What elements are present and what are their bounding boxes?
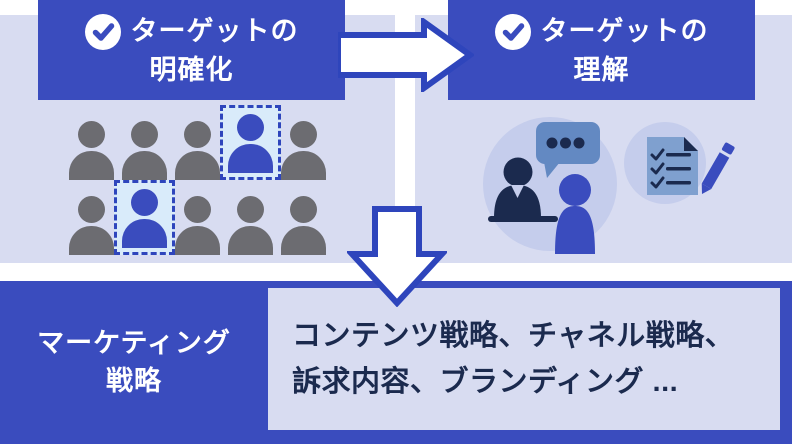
respondent-body: [555, 206, 595, 254]
person-icon: [281, 196, 326, 255]
step-box-target-clarify: ターゲットの 明確化: [38, 0, 345, 100]
person-icon: [69, 121, 114, 180]
person-icon: [175, 196, 220, 255]
person-icon: [228, 196, 273, 255]
person-icon: [175, 121, 220, 180]
arrow-down-icon: [345, 206, 449, 312]
strategy-detail-line1: コンテンツ戦略、チャネル戦略、: [292, 320, 735, 352]
person-icon: [122, 121, 167, 180]
person-icon-selected: [220, 105, 281, 180]
step-box-target-understand: ターゲットの 理解: [448, 0, 755, 100]
arrow-right-icon: [335, 16, 476, 97]
step2-title-line2: 理解: [573, 54, 630, 85]
step1-title-line2: 明確化: [149, 54, 234, 85]
step1-title-line1: ターゲットの: [130, 16, 299, 47]
interview-icon: [483, 117, 617, 254]
step2-title-line1: ターゲットの: [540, 16, 709, 47]
audience-grid: [65, 105, 331, 262]
person-icon: [69, 196, 114, 255]
marketing-strategy-label: マーケティング 戦略: [0, 281, 268, 444]
strategy-detail-line2: 訴求内容、ブランディング ...: [292, 366, 679, 399]
checklist-icon: [624, 122, 735, 204]
interviewer-body: [494, 185, 541, 218]
person-icon-selected: [114, 180, 175, 255]
check-circle-icon: [84, 13, 121, 50]
strategy-detail-box: コンテンツ戦略、チャネル戦略、 訴求内容、ブランディング ...: [268, 288, 780, 430]
person-icon: [281, 121, 326, 180]
interviewer-head: [503, 157, 533, 187]
marketing-strategy-label-line1: マーケティング: [37, 327, 231, 358]
check-circle-icon: [494, 13, 531, 50]
research-illustration: [478, 106, 768, 261]
marketing-strategy-label-line2: 戦略: [106, 365, 162, 396]
respondent-head: [559, 174, 591, 206]
pencil-icon: [701, 142, 735, 194]
desk-bar: [488, 216, 558, 222]
